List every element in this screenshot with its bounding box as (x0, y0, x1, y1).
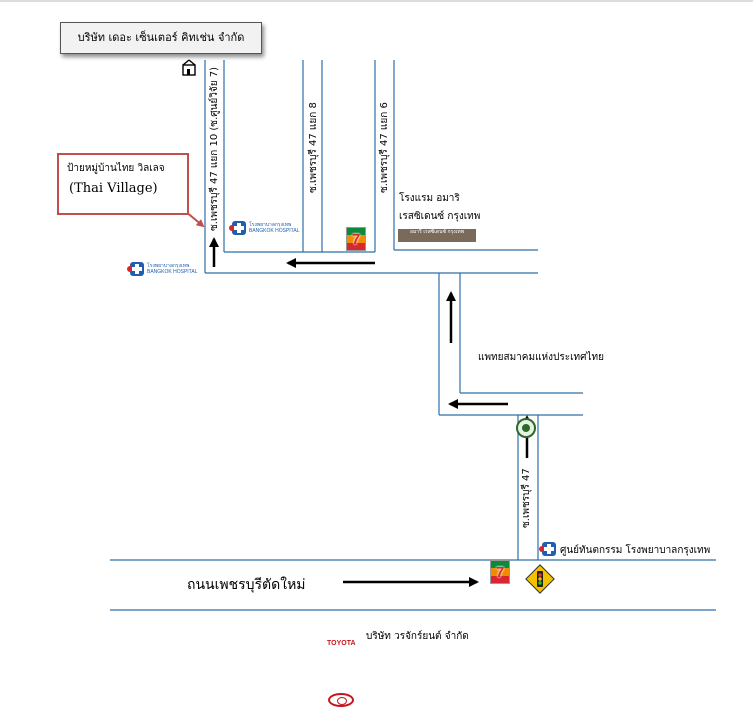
company-title-box: บริษัท เดอะ เซ็นเตอร์ คิทเช่น จำกัด (60, 22, 262, 54)
medical-association-label: แพทยสมาคมแห่งประเทศไทย (478, 352, 604, 363)
residence-name: เรสซิเดนซ์ กรุงเทพ (399, 211, 481, 222)
toyota-logo-icon (328, 693, 354, 707)
hotel-sign-image: อมารี เรสซิเดนซ์ กรุงเทพ (398, 229, 476, 242)
hospital-center-label: ศูนย์ทันตกรรม โรงพยาบาลกรุงเทพ (560, 545, 711, 556)
seven-eleven-icon: 7 (490, 560, 510, 584)
direction-arrows (209, 237, 532, 587)
main-road-label: ถนนเพชรบุรีตัดใหม่ (187, 577, 306, 593)
seven-eleven-label: 7 (495, 564, 505, 581)
association-logo-icon (516, 418, 536, 438)
seven-eleven-icon: 7 (346, 227, 366, 251)
hospital-logo-icon (539, 542, 556, 556)
traffic-light-icon (525, 564, 555, 594)
street-label-soi-6: ซ.เพชรบุรี 47 แยก 6 (379, 102, 390, 193)
street-label-soi-47: ซ.เพชรบุรี 47 (521, 468, 532, 528)
building-icon (182, 59, 196, 76)
hotel-sign-text: อมารี เรสซิเดนซ์ กรุงเทพ (409, 229, 465, 235)
thai-village-callout: ป้ายหมู่บ้านไทย วิลเลจ (Thai Village) (57, 153, 189, 215)
hospital-logo-icon: โรงพยาบาลกรุงเทพ BANGKOK HOSPITAL (127, 262, 198, 276)
hospital-logo-thai: โรงพยาบาลกรุงเทพ (147, 263, 190, 269)
street-label-soi-8: ซ.เพชรบุรี 47 แยก 8 (308, 102, 319, 193)
hospital-logo-thai: โรงพยาบาลกรุงเทพ (249, 222, 292, 228)
hotel-name: โรงแรม อมาริ (399, 193, 460, 204)
callout-english-text: (Thai Village) (69, 181, 158, 196)
street-label-soi-10: ซ.เพชรบุรี 47 แยก 10 (ซ.ศูนย์วิจัย 7) (209, 66, 220, 231)
toyota-company-label: บริษัท วรจักร์ยนต์ จำกัด (366, 631, 469, 642)
callout-thai-text: ป้ายหมู่บ้านไทย วิลเลจ (67, 163, 165, 174)
company-title: บริษัท เดอะ เซ็นเตอร์ คิทเช่น จำกัด (77, 31, 245, 44)
toyota-word: TOYOTA (327, 640, 356, 647)
road-lines (110, 60, 716, 611)
seven-eleven-label: 7 (351, 231, 361, 248)
hospital-logo-en: BANGKOK HOSPITAL (147, 269, 198, 275)
hospital-logo-en: BANGKOK HOSPITAL (249, 228, 300, 234)
hospital-logo-icon: โรงพยาบาลกรุงเทพ BANGKOK HOSPITAL (229, 221, 300, 235)
